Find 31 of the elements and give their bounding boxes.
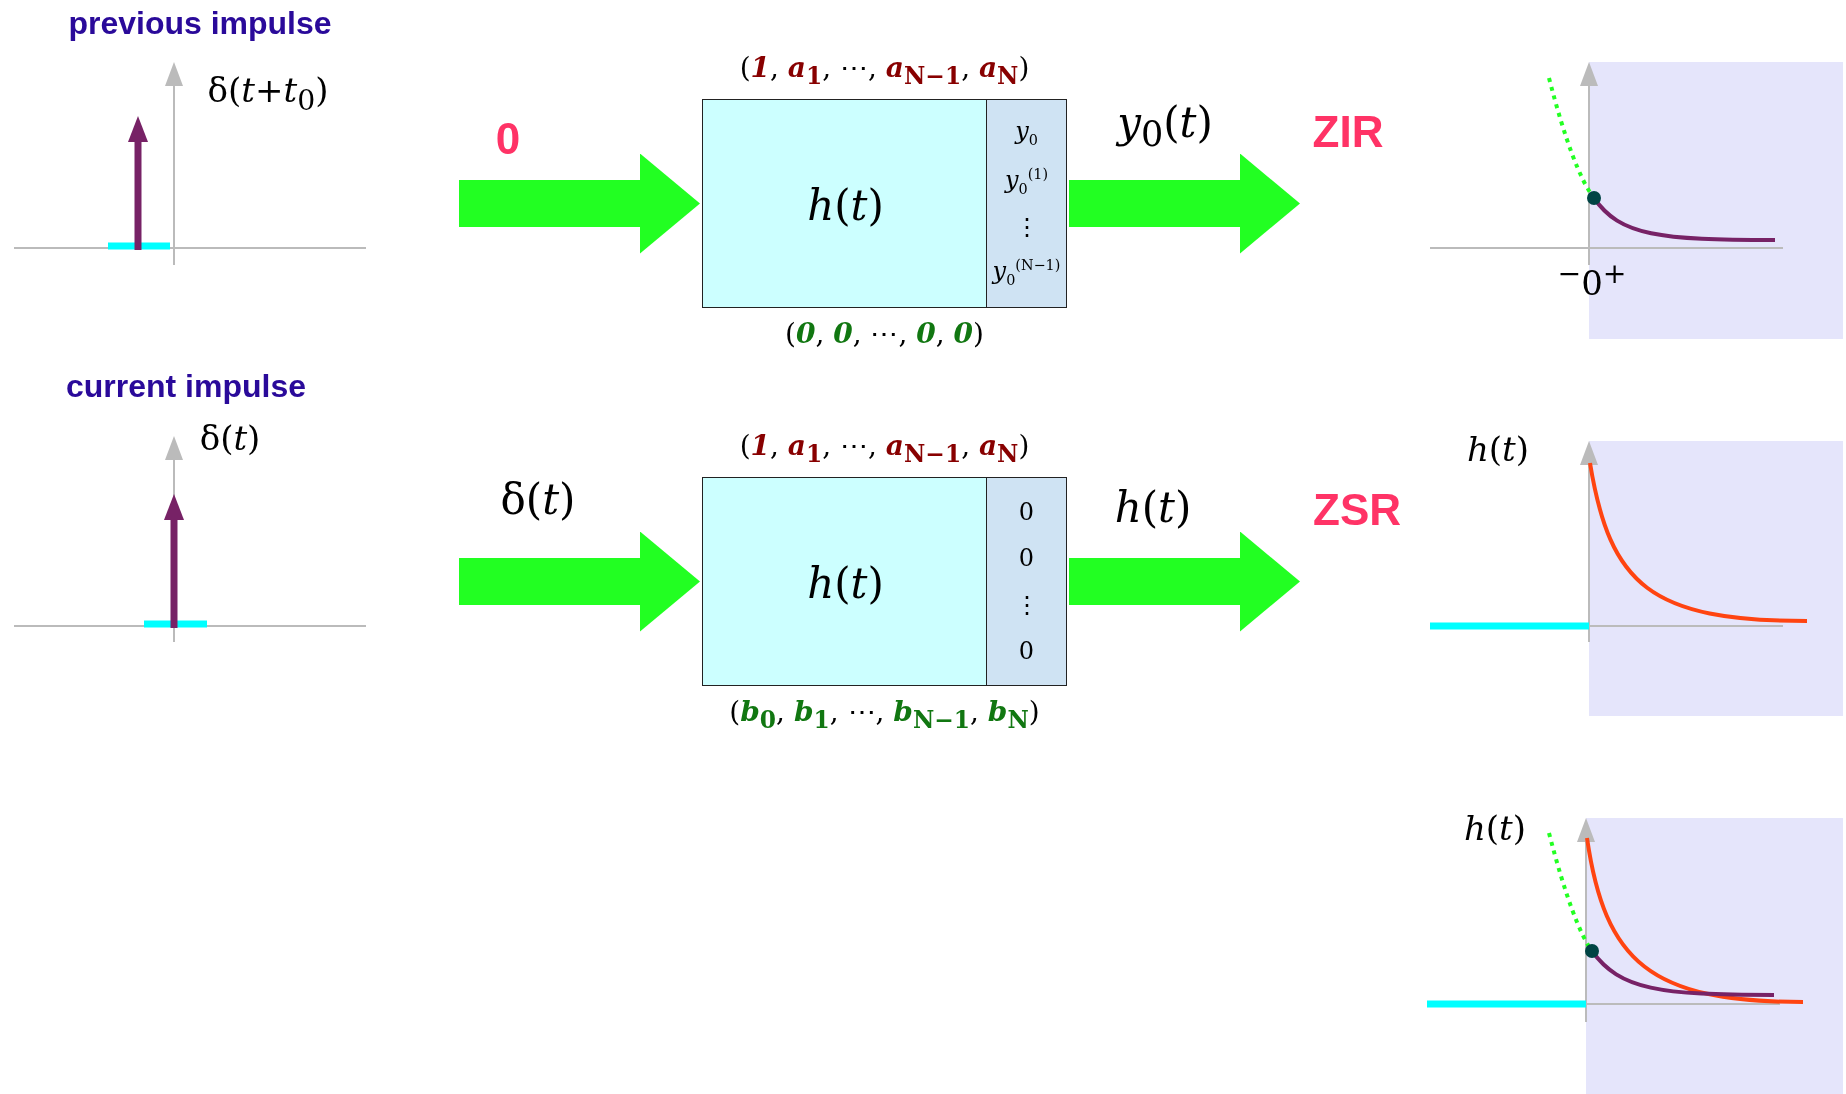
arrow xyxy=(1069,531,1300,632)
impulse-response-label: h(t) xyxy=(807,558,884,607)
axis-tick-label: $^{−}$0$^{+}$ xyxy=(1557,257,1627,303)
initial-value: 0 xyxy=(1018,638,1035,663)
arrow xyxy=(1069,153,1300,254)
coefficient-list: (b$_{0}$, b$_{1}$, ⋯, b$_{N−1}$, b$_{N}$) xyxy=(729,695,1040,734)
coefficient-list: (1, a$_{1}$, ⋯, a$_{N−1}$, a$_{N}$) xyxy=(739,51,1030,90)
initial-state-panel xyxy=(986,100,1066,307)
arrow xyxy=(459,153,700,254)
heading: previous impulse xyxy=(68,6,332,42)
signal-label: δ(t+t$_{0}$) xyxy=(207,72,329,116)
initial-value: 0 xyxy=(1018,546,1035,571)
coefficient-list: (1, a$_{1}$, ⋯, a$_{N−1}$, a$_{N}$) xyxy=(739,429,1030,468)
initial-value: ⋮ xyxy=(1014,215,1039,240)
initial-value: y$_{0}$ xyxy=(1015,119,1038,148)
signal-label: 0 xyxy=(495,114,521,164)
arrow xyxy=(459,531,700,632)
coefficient-list: (0, 0, ⋯, 0, 0) xyxy=(785,317,984,350)
signal-label: h(t) xyxy=(1114,484,1192,532)
initial-state-panel xyxy=(986,478,1066,685)
heading: current impulse xyxy=(65,369,307,405)
impulse-response-label: h(t) xyxy=(807,180,884,229)
signal-label: δ(t) xyxy=(500,476,576,524)
axis-label: h(t) xyxy=(1466,431,1530,469)
signal-label: δ(t) xyxy=(199,420,261,458)
axis-label: h(t) xyxy=(1463,810,1527,848)
response-label: ZSR xyxy=(1313,485,1401,535)
signal-label: y$_{0}$(t) xyxy=(1117,100,1213,154)
initial-value: 0 xyxy=(1018,500,1035,525)
response-label: ZIR xyxy=(1312,107,1384,157)
initial-value: ⋮ xyxy=(1014,592,1039,617)
